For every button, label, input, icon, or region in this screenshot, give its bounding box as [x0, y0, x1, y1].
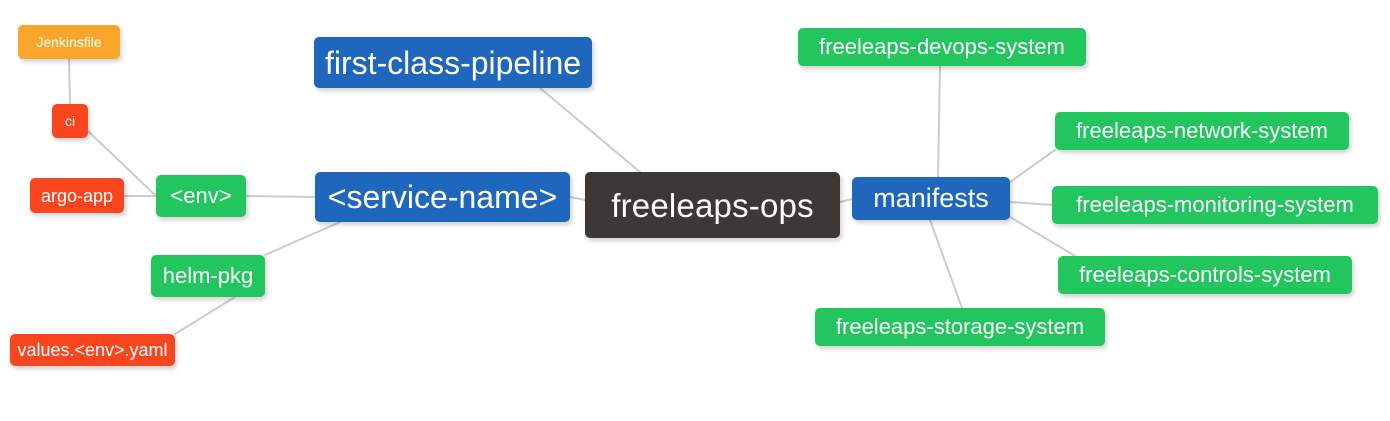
- edge-manifests-to-freeleaps-network-system: [1009, 149, 1056, 183]
- node-label: <service-name>: [327, 179, 558, 215]
- node-label: helm-pkg: [162, 263, 254, 288]
- node-helm-pkg[interactable]: helm-pkg: [151, 255, 265, 297]
- node-label: freeleaps-network-system: [1076, 118, 1328, 143]
- node-service-name[interactable]: <service-name>: [315, 172, 570, 222]
- edge-manifests-to-freeleaps-devops-system: [937, 65, 941, 178]
- node-label: freeleaps-controls-system: [1079, 262, 1331, 287]
- node-label: argo-app: [40, 185, 114, 206]
- node-manifests[interactable]: manifests: [852, 177, 1010, 220]
- node-label: Jenkinsfile: [36, 34, 102, 50]
- node-freeleaps-storage-system[interactable]: freeleaps-storage-system: [815, 308, 1105, 346]
- node-argo-app[interactable]: argo-app: [30, 178, 124, 213]
- node-label: freeleaps-ops: [611, 186, 814, 224]
- node-label: first-class-pipeline: [324, 44, 582, 81]
- node-label: freeleaps-monitoring-system: [1076, 192, 1354, 217]
- node-freeleaps-devops-system[interactable]: freeleaps-devops-system: [798, 28, 1086, 66]
- edge-manifests-to-freeleaps-monitoring-system: [1009, 201, 1053, 206]
- edge-values-yaml-to-helm-pkg: [174, 296, 236, 335]
- edge-first-class-pipeline-to-freeleaps-ops: [539, 87, 641, 173]
- node-label: freeleaps-storage-system: [835, 314, 1085, 339]
- node-label: <env>: [170, 183, 232, 208]
- node-first-class-pipeline[interactable]: first-class-pipeline: [314, 37, 592, 88]
- edge-jenkinsfile-to-ci: [68, 58, 71, 105]
- edge-env-to-service-name: [245, 195, 316, 198]
- edge-freeleaps-ops-to-manifests: [839, 198, 853, 203]
- node-env[interactable]: <env>: [156, 175, 246, 217]
- node-ci[interactable]: ci: [52, 104, 88, 138]
- node-label: values.<env>.yaml: [17, 340, 168, 360]
- node-label: ci: [64, 113, 76, 129]
- node-label: freeleaps-devops-system: [819, 34, 1065, 59]
- node-freeleaps-ops[interactable]: freeleaps-ops: [585, 172, 840, 238]
- edge-manifests-to-freeleaps-storage-system: [929, 219, 963, 309]
- node-freeleaps-monitoring-system[interactable]: freeleaps-monitoring-system: [1052, 186, 1378, 224]
- node-freeleaps-controls-system[interactable]: freeleaps-controls-system: [1058, 256, 1352, 294]
- node-jenkinsfile[interactable]: Jenkinsfile: [18, 25, 120, 59]
- node-freeleaps-network-system[interactable]: freeleaps-network-system: [1055, 112, 1349, 150]
- edge-service-name-to-freeleaps-ops: [569, 196, 586, 201]
- edge-helm-pkg-to-service-name: [264, 221, 341, 256]
- node-label: manifests: [873, 183, 989, 213]
- node-values-yaml[interactable]: values.<env>.yaml: [10, 334, 175, 366]
